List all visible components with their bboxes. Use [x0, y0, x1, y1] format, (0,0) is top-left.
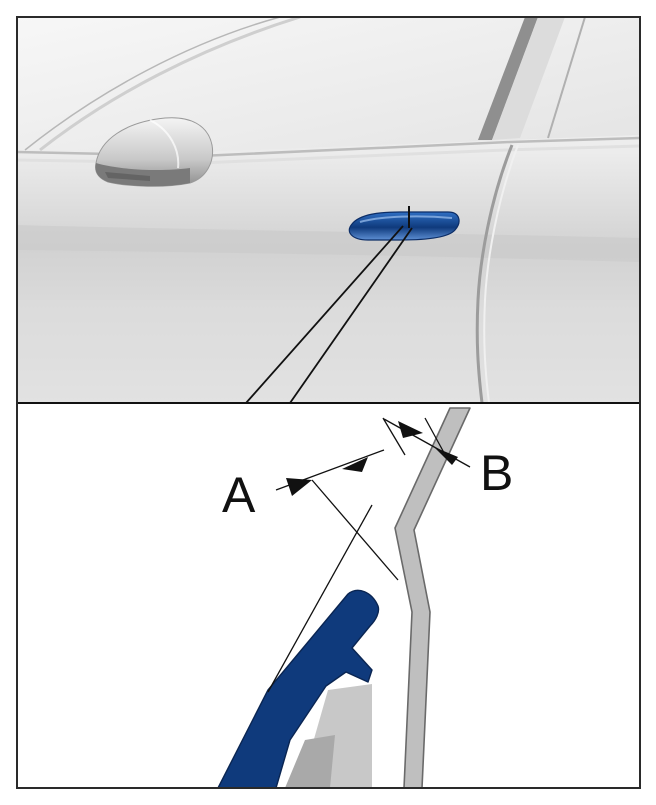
b-pillar-highlight — [492, 17, 565, 140]
arrow-b-bottom-icon — [434, 447, 458, 465]
callout-line-left — [245, 225, 404, 404]
arrow-a-left-icon — [286, 478, 312, 496]
handle-section — [217, 589, 380, 788]
figure-frame — [16, 16, 641, 789]
dimension-label-b: B — [480, 445, 513, 501]
car-side-view — [17, 17, 640, 403]
door-skin-panel — [394, 407, 471, 788]
dim-line-b1 — [382, 417, 406, 456]
b-pillar — [478, 17, 538, 140]
dim-line-a1 — [267, 504, 373, 693]
rear-window-edge — [547, 17, 586, 139]
arrow-a-right-icon — [342, 457, 368, 472]
door-seam-highlight — [483, 144, 519, 403]
body-lower-shade — [17, 300, 640, 403]
callout-line-right — [289, 227, 413, 404]
door-handle-icon — [348, 211, 460, 241]
a-pillar — [39, 17, 301, 152]
dim-line-a2 — [311, 479, 399, 581]
a-pillar-edge — [24, 17, 281, 151]
door-seam — [475, 144, 514, 403]
dimension-label-a: A — [222, 467, 256, 523]
section-detail: A B — [217, 407, 513, 788]
side-mirror-icon — [95, 117, 214, 187]
inner-structure-shade — [285, 735, 335, 788]
arrow-b-top-icon — [398, 421, 423, 438]
